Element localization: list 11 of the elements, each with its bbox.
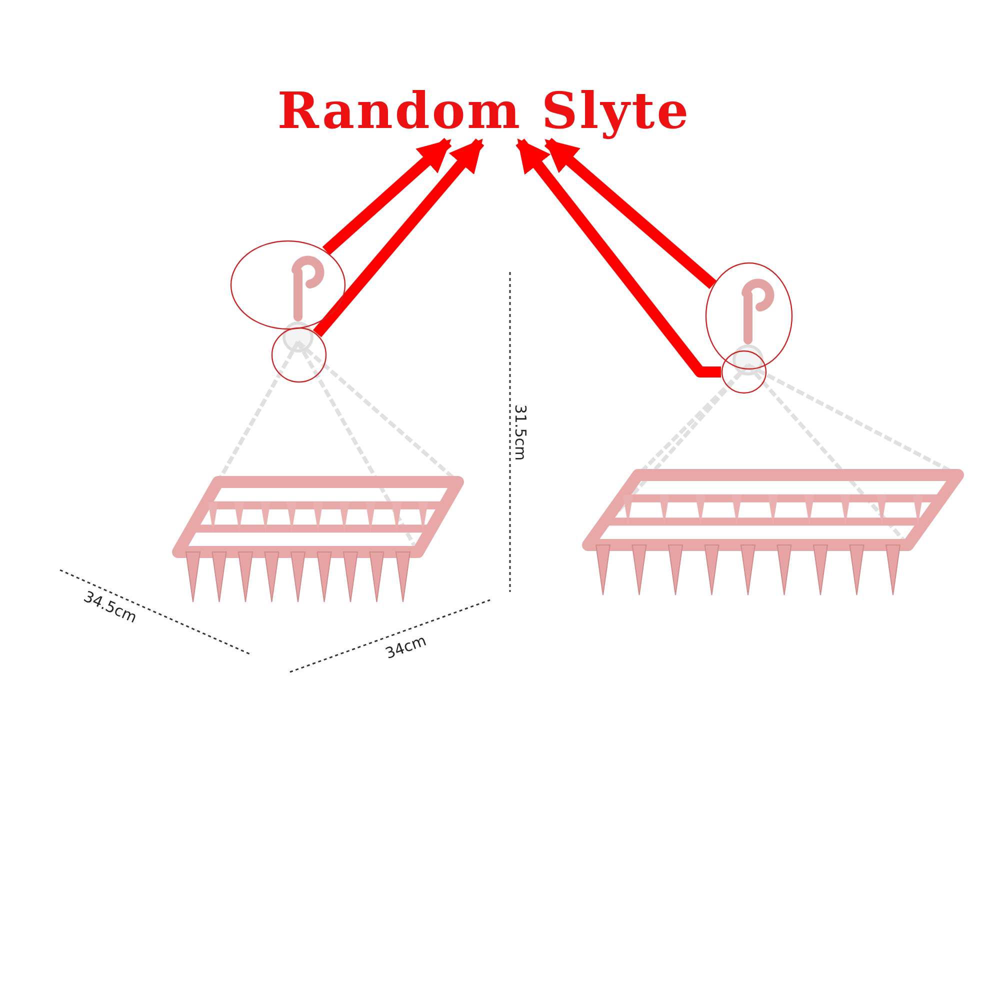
dimension-label: 31.5cm <box>512 404 528 461</box>
highlight-circle <box>721 350 767 394</box>
arrow <box>312 138 484 338</box>
highlight-circle <box>271 327 327 383</box>
dimension-label: 34cm <box>384 633 428 662</box>
arrow <box>544 138 717 290</box>
arrow <box>322 138 452 256</box>
arrow <box>516 138 721 378</box>
highlight-circle <box>705 262 793 370</box>
highlight-circle <box>230 240 346 330</box>
heading-text: Random Slyte <box>208 82 760 140</box>
